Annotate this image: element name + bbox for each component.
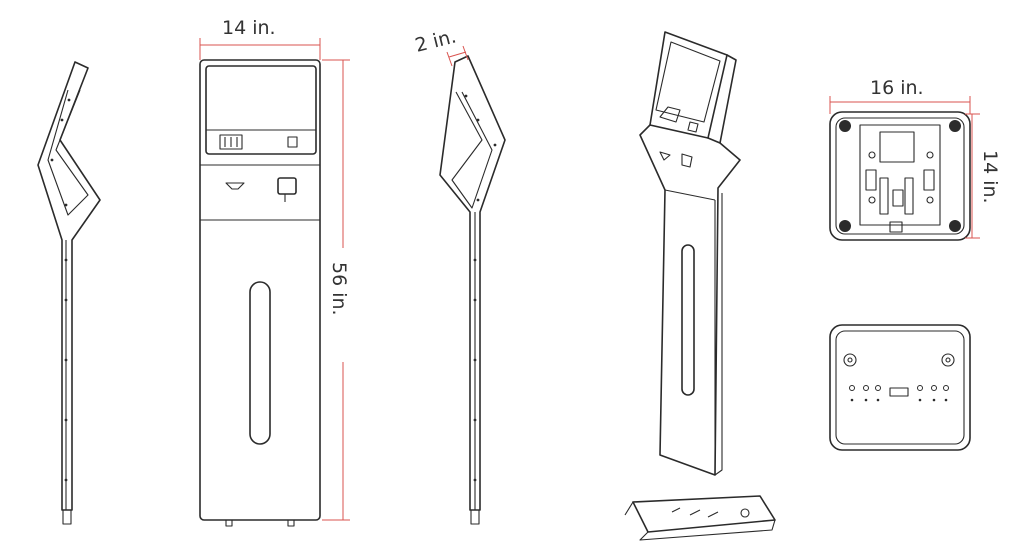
side-view-left <box>37 61 101 525</box>
foot <box>839 120 851 132</box>
height-label: 56 in. <box>328 262 350 316</box>
front-width-dimension: 14 in. <box>199 17 321 60</box>
base-width-label: 16 in. <box>870 77 924 99</box>
perspective-view <box>624 31 776 541</box>
base-depth-dimension: 14 in. <box>965 113 1001 239</box>
base-bottom-view <box>829 111 971 241</box>
screen-depth-label: 2 in. <box>413 25 459 56</box>
receipt-slot <box>225 182 245 190</box>
perspective-base <box>632 495 776 533</box>
side-view-right <box>439 55 506 525</box>
front-slot-window <box>249 281 271 445</box>
foot <box>949 220 961 232</box>
pin-pad <box>277 177 297 195</box>
height-dimension: 56 in. <box>322 59 350 521</box>
front-view <box>199 59 321 527</box>
base-top-view <box>829 324 971 451</box>
foot <box>839 220 851 232</box>
base-depth-label: 14 in. <box>979 150 1001 204</box>
front-width-label: 14 in. <box>222 17 276 39</box>
foot <box>949 120 961 132</box>
small-button <box>287 136 298 148</box>
cable-port <box>889 387 909 397</box>
card-reader-slot <box>219 134 243 150</box>
front-screen <box>205 65 317 155</box>
perspective-slot-window <box>681 244 695 396</box>
base-width-dimension: 16 in. <box>829 77 971 114</box>
